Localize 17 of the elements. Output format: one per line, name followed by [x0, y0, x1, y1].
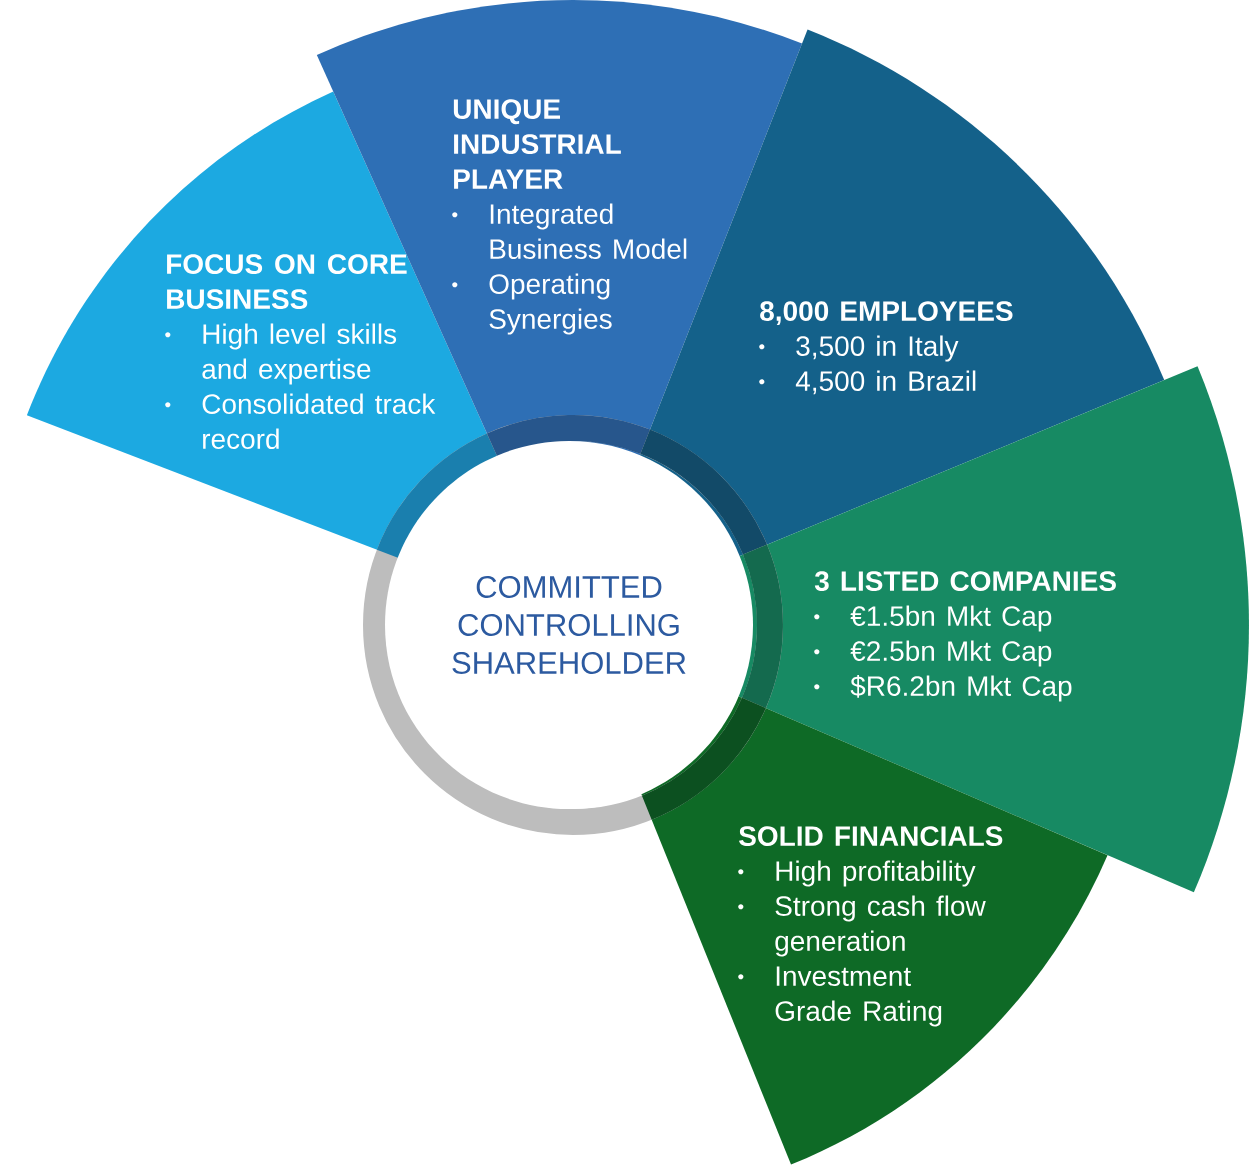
bullet-item: €2.5bn Mkt Cap — [850, 640, 1052, 667]
bullet-item: 3,500 in Italy — [796, 335, 959, 362]
sector-heading: 3 LISTED COMPANIES — [814, 571, 1116, 592]
bullet-item: Integrated Business Model — [490, 203, 687, 259]
sector-heading: 8,000 EMPLOYEES — [760, 301, 1013, 326]
sector-heading: SOLID FINANCIALS — [739, 826, 1003, 846]
bullet-item: Operating Synergies — [489, 273, 612, 335]
bullet-item: High profitability — [776, 860, 976, 887]
bullet-item: Strong cash flow generation — [775, 895, 986, 957]
bullet-item: $R6.2bn Mkt Cap — [850, 675, 1072, 702]
bullet-item: Investment Grade Rating — [775, 966, 942, 1027]
sector-heading: UNIQUE INDUSTRIAL PLAYER — [453, 99, 621, 189]
bullet-item: €1.5bn Mkt Cap — [850, 605, 1052, 632]
bullet-item: 4,500 in Brazil — [795, 370, 976, 395]
node-label: COMMITTED CONTROLLING SHAREHOLDER — [452, 576, 686, 674]
sector-heading: FOCUS ON CORE BUSINESS — [167, 254, 407, 309]
bullet-item: High level skills and expertise — [202, 323, 397, 385]
